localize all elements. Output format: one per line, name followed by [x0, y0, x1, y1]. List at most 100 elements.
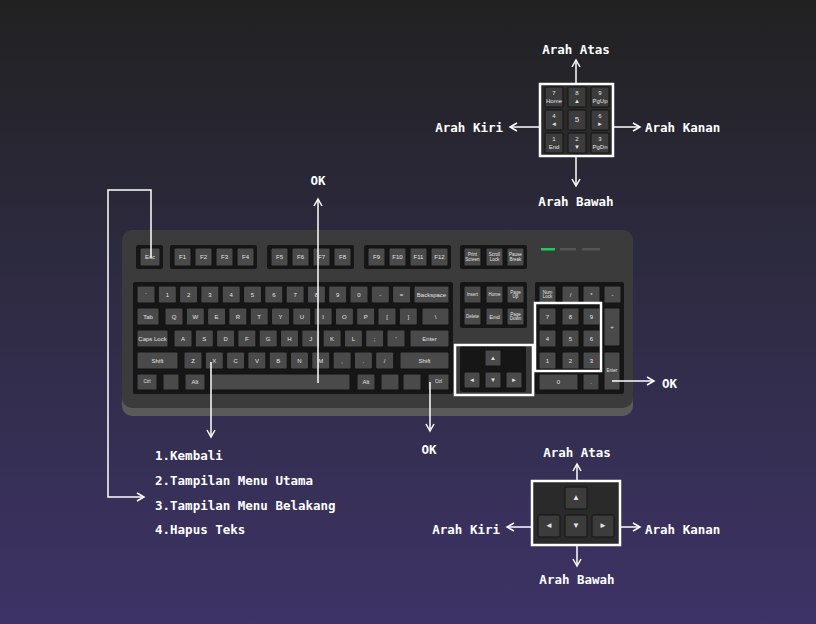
- key-label: F6: [292, 254, 309, 260]
- keycap: [545, 87, 563, 107]
- key-label: 2: [568, 136, 586, 142]
- key-label: ;: [366, 336, 384, 342]
- keycap: [137, 286, 155, 303]
- annotation-label: Arah Kiri: [435, 121, 503, 135]
- keycap: [227, 352, 245, 369]
- key-label: R: [229, 314, 247, 320]
- key-label: E: [208, 314, 226, 320]
- key-label: 4: [545, 113, 563, 119]
- keycap: [592, 515, 614, 537]
- key-label: F5: [271, 254, 288, 260]
- annotation-label: Arah Atas: [542, 43, 610, 57]
- keycap: [400, 352, 449, 369]
- keycap: [291, 352, 309, 369]
- key-label: 6: [591, 113, 609, 119]
- key-label: ▲: [565, 494, 587, 502]
- led: [560, 248, 576, 251]
- keycap: [211, 374, 350, 390]
- key-label: Print Screen: [464, 253, 481, 262]
- keycap: [248, 352, 266, 369]
- key-label: F10: [389, 254, 406, 260]
- keycap: [583, 330, 600, 347]
- key-label: 3: [583, 358, 600, 364]
- key-label: F4: [237, 254, 254, 260]
- keycap: [583, 374, 599, 390]
- keycap: [269, 352, 287, 369]
- key-label: 6: [265, 292, 283, 298]
- keycap: [158, 286, 176, 303]
- keycap: [344, 330, 362, 347]
- key-label: A: [174, 336, 192, 342]
- key-label: 4: [539, 336, 556, 342]
- key-label: [: [378, 314, 396, 320]
- key-label: 9: [583, 314, 600, 320]
- key-label: Insert: [464, 292, 481, 297]
- key-label: F7: [313, 254, 330, 260]
- key-label: ,: [333, 358, 351, 364]
- keycap: [302, 330, 320, 347]
- keycap: [329, 286, 347, 303]
- keycap: [539, 330, 556, 347]
- keycap: [591, 87, 609, 107]
- keycap: [334, 248, 351, 266]
- key-label: 5: [562, 336, 579, 342]
- key-label: .: [583, 379, 599, 385]
- keycap: [387, 330, 405, 347]
- keycap: [272, 308, 290, 325]
- key-label: ◄: [545, 121, 563, 127]
- annotation-label: Arah Bawah: [538, 195, 613, 209]
- keycap: [403, 374, 421, 390]
- key-label: 0: [350, 292, 368, 298]
- keycap: [357, 308, 375, 325]
- key-label: Home: [486, 292, 503, 297]
- key-label: M: [312, 358, 330, 364]
- keycap: [506, 372, 522, 388]
- key-label: F8: [334, 254, 351, 260]
- key-label: 3: [201, 292, 219, 298]
- key-label: ◄: [464, 377, 480, 383]
- keycap: [184, 352, 202, 369]
- key-label: 2: [562, 358, 579, 364]
- key-label: Num Lock: [539, 290, 556, 299]
- keycap: [486, 286, 503, 303]
- keycap: [591, 110, 609, 130]
- keycap: [507, 286, 524, 303]
- keycap: [545, 110, 563, 130]
- keycap: [568, 110, 586, 130]
- keycap: [216, 248, 233, 266]
- key-label: 7: [286, 292, 304, 298]
- key-label: ]: [399, 314, 417, 320]
- keycap: [399, 308, 417, 325]
- key-groups: [133, 245, 624, 394]
- keycap: [335, 308, 353, 325]
- keycap: [562, 330, 579, 347]
- key-label: .: [354, 358, 372, 364]
- key-label: O: [335, 314, 353, 320]
- key-label: V: [248, 358, 266, 364]
- annotation-label: Arah Bawah: [539, 573, 614, 587]
- keycap: [378, 308, 396, 325]
- led: [541, 248, 555, 251]
- key-label: 6: [583, 336, 600, 342]
- keycap: [371, 286, 389, 303]
- keycap: [583, 308, 600, 325]
- annotation-label: OK: [421, 443, 436, 457]
- key-label: Pause Break: [507, 253, 524, 262]
- key-label: 2: [180, 292, 198, 298]
- led: [582, 248, 600, 251]
- keycap: [250, 308, 268, 325]
- keycap: [562, 308, 579, 325]
- key-label: ▼: [485, 377, 501, 383]
- keycap: [259, 330, 277, 347]
- key-label: S: [195, 336, 213, 342]
- key-label: Shift: [400, 358, 449, 364]
- keycap: [562, 286, 579, 303]
- key-label: `: [137, 292, 155, 298]
- keycap: [237, 248, 254, 266]
- keycap: [186, 308, 204, 325]
- annotation-label: 4.Hapus Teks: [155, 523, 245, 537]
- key-label: 9: [329, 292, 347, 298]
- keycap: [464, 308, 481, 325]
- key-label: Shift: [137, 358, 178, 364]
- keycap: [428, 374, 449, 390]
